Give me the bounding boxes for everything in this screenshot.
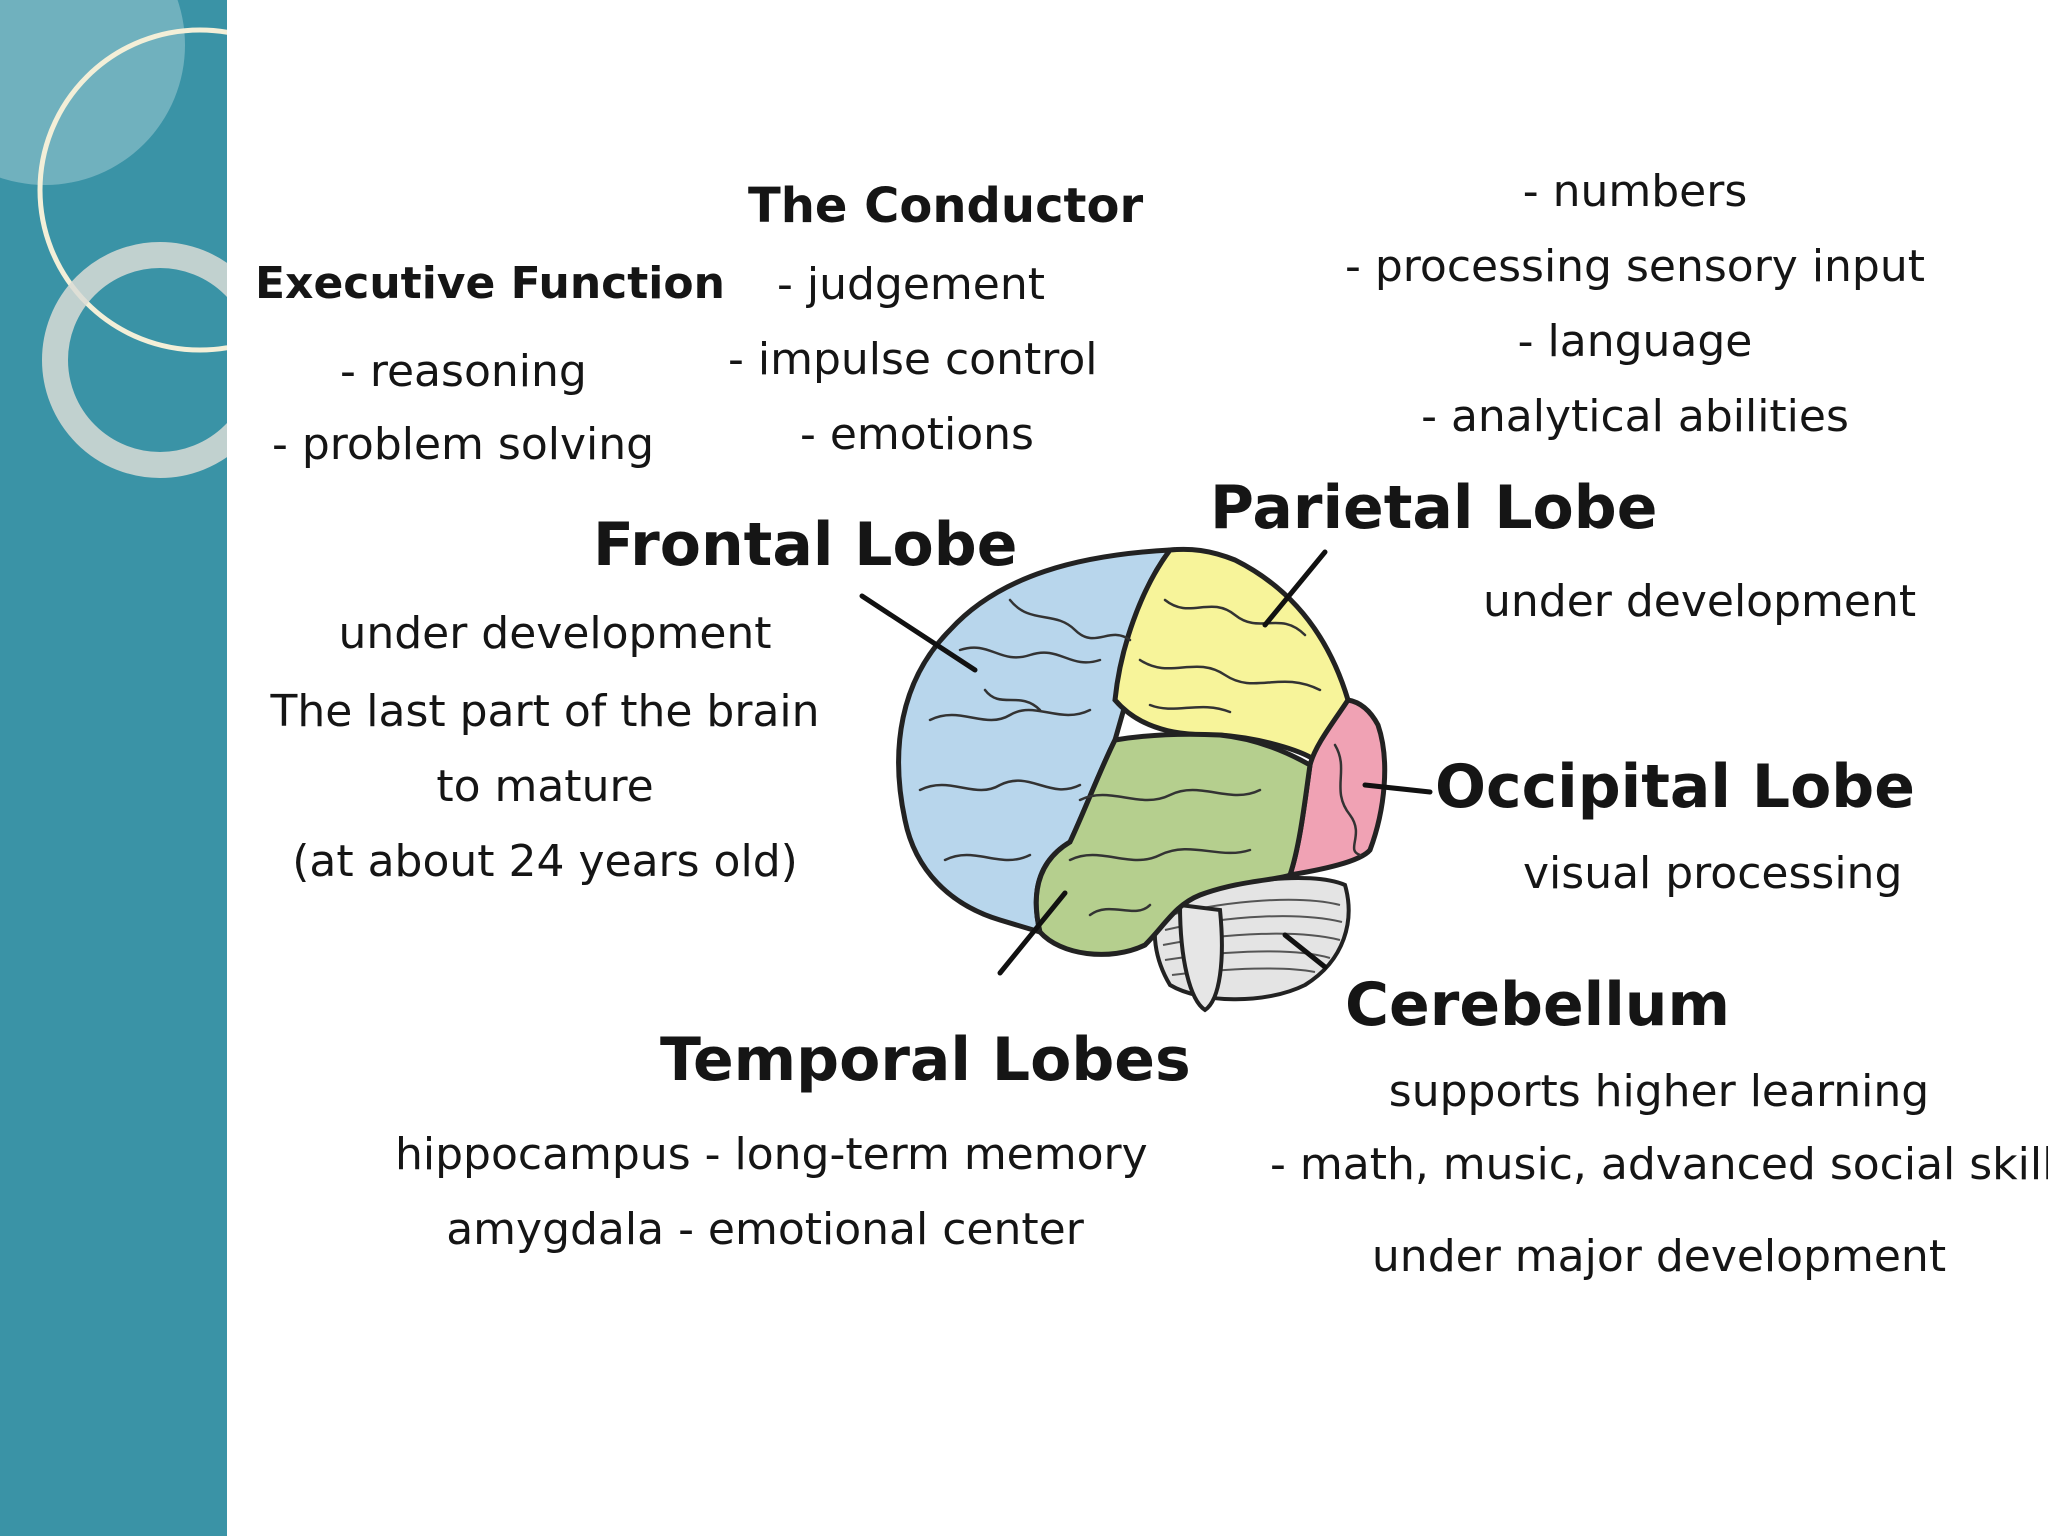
parietal-lobe-label: Parietal Lobe: [1210, 473, 1658, 543]
sidebar-decoration: [0, 0, 227, 1536]
temporal-line-1: hippocampus - long-term memory: [395, 1129, 1148, 1180]
executive-item-reasoning: - reasoning: [340, 346, 587, 397]
cerebellum-line-2: - math, music, advanced social skills: [1270, 1139, 2048, 1190]
occipital-lobe-label: Occipital Lobe: [1435, 752, 1915, 822]
frontal-lobe-region: [896, 547, 1176, 936]
frontal-line-2: The last part of the brain: [270, 686, 820, 737]
frontal-lobe-label: Frontal Lobe: [593, 510, 1018, 580]
parietal-line-1: under development: [1483, 576, 1917, 627]
executive-item-problem-solving: - problem solving: [272, 419, 655, 470]
parietal-lobe-region: [1112, 546, 1351, 764]
conductor-item-emotions: - emotions: [800, 409, 1034, 460]
cerebellum-line-3: under major development: [1371, 1231, 1947, 1282]
conductor-item-impulse-control: - impulse control: [728, 334, 1098, 385]
parietal-item-sensory: - processing sensory input: [1345, 241, 1925, 292]
leader-lines: [859, 549, 1433, 976]
conductor-title: The Conductor: [748, 178, 1144, 234]
parietal-item-analytical: - analytical abilities: [1421, 391, 1849, 442]
temporal-lobe-region: [1033, 731, 1313, 957]
parietal-item-language: - language: [1517, 316, 1753, 367]
conductor-item-judgement: - judgement: [777, 259, 1045, 310]
brain-folds: [918, 598, 1362, 917]
frontal-line-1: under development: [338, 608, 772, 659]
decorative-rings: [0, 0, 227, 478]
cerebellum-line-1: supports higher learning: [1388, 1066, 1930, 1117]
occipital-line-1: visual processing: [1523, 848, 1903, 899]
frontal-line-4: (at about 24 years old): [292, 836, 798, 887]
frontal-line-3: to mature: [436, 761, 654, 812]
temporal-line-2: amygdala - emotional center: [446, 1204, 1084, 1255]
cerebellum-label: Cerebellum: [1345, 970, 1731, 1040]
temporal-lobes-label: Temporal Lobes: [660, 1025, 1191, 1095]
brain-stem: [1177, 902, 1224, 1013]
parietal-item-numbers: - numbers: [1522, 166, 1748, 217]
executive-function-title: Executive Function: [255, 258, 725, 309]
